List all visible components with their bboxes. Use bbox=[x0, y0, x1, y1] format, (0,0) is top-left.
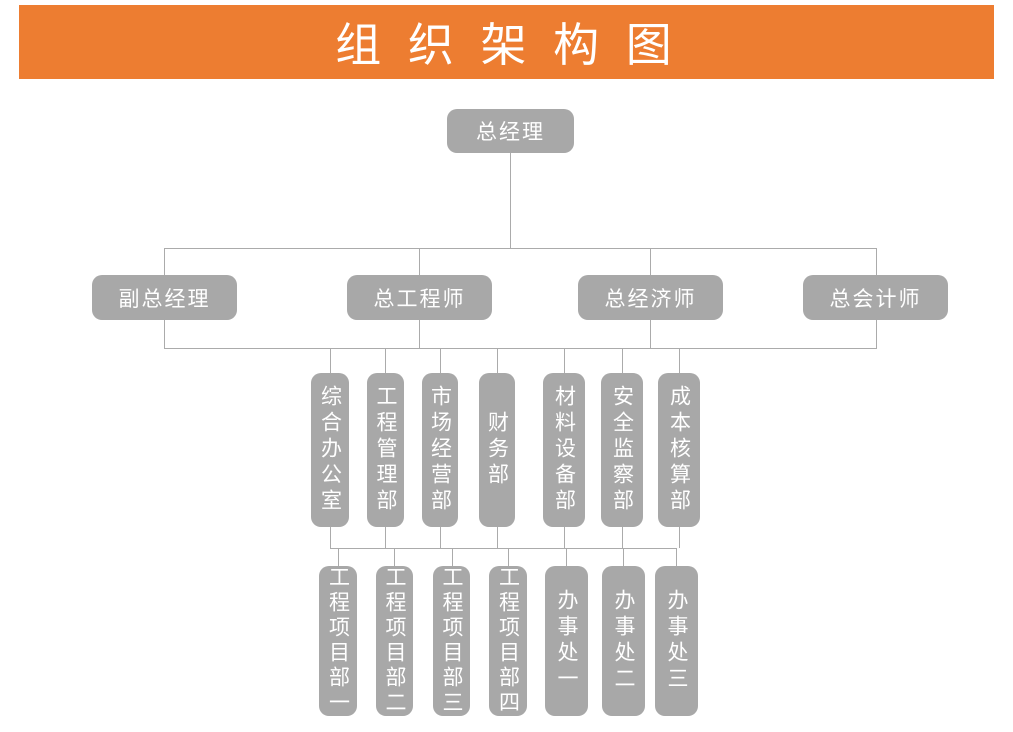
node-dept-finance: 财务部 bbox=[479, 373, 515, 527]
connector-line bbox=[164, 348, 877, 349]
node-dept-general-office: 综合办公室 bbox=[311, 373, 349, 527]
node-label: 工程项目部一 bbox=[326, 566, 351, 716]
connector-line bbox=[564, 527, 565, 548]
node-label: 市场经营部 bbox=[428, 385, 453, 515]
connector-line bbox=[330, 527, 331, 548]
connector-line bbox=[164, 248, 165, 275]
node-label: 工程项目部三 bbox=[440, 566, 464, 716]
connector-line bbox=[330, 548, 677, 549]
node-label: 安全监察部 bbox=[610, 385, 635, 515]
node-deputy-general-manager: 副总经理 bbox=[92, 275, 237, 320]
connector-line bbox=[650, 320, 651, 348]
connector-line bbox=[338, 548, 339, 566]
connector-line bbox=[385, 348, 386, 373]
connector-line bbox=[676, 548, 677, 566]
connector-line bbox=[564, 348, 565, 373]
node-label: 材料设备部 bbox=[552, 385, 577, 515]
connector-line bbox=[164, 320, 165, 348]
node-dept-market-operations: 市场经营部 bbox=[422, 373, 458, 527]
node-dept-materials-equipment: 材料设备部 bbox=[543, 373, 585, 527]
connector-line bbox=[440, 348, 441, 373]
node-unit-project-dept-2: 工程项目部二 bbox=[376, 566, 413, 716]
connector-line bbox=[622, 348, 623, 373]
node-unit-project-dept-3: 工程项目部三 bbox=[433, 566, 470, 716]
node-label: 成本核算部 bbox=[667, 385, 692, 515]
node-label: 财务部 bbox=[485, 411, 510, 489]
connector-line bbox=[650, 248, 651, 275]
connector-line bbox=[440, 527, 441, 548]
connector-line bbox=[622, 527, 623, 548]
node-label: 办事处二 bbox=[612, 589, 636, 693]
node-unit-project-dept-4: 工程项目部四 bbox=[489, 566, 527, 716]
node-label: 综合办公室 bbox=[318, 385, 343, 515]
connector-line bbox=[566, 548, 567, 566]
node-chief-engineer: 总工程师 bbox=[347, 275, 492, 320]
connector-line bbox=[452, 548, 453, 566]
node-label: 工程项目部四 bbox=[496, 566, 521, 716]
node-chief-economist: 总经济师 bbox=[578, 275, 723, 320]
connector-line bbox=[876, 320, 877, 348]
node-unit-office-1: 办事处一 bbox=[545, 566, 588, 716]
title-banner: 组 织 架 构 图 bbox=[19, 5, 994, 79]
connector-line bbox=[876, 248, 877, 275]
connector-line bbox=[623, 548, 624, 566]
node-unit-office-3: 办事处三 bbox=[655, 566, 698, 716]
connector-line bbox=[679, 527, 680, 548]
node-label: 工程管理部 bbox=[374, 385, 398, 515]
node-general-manager: 总经理 bbox=[447, 109, 574, 153]
node-label: 办事处一 bbox=[555, 589, 579, 693]
connector-line bbox=[330, 348, 331, 373]
connector-line bbox=[164, 248, 877, 249]
node-dept-safety-supervision: 安全监察部 bbox=[601, 373, 643, 527]
chart-title: 组 织 架 构 图 bbox=[335, 18, 678, 72]
node-unit-project-dept-1: 工程项目部一 bbox=[319, 566, 357, 716]
connector-line bbox=[679, 348, 680, 373]
node-chief-accountant: 总会计师 bbox=[803, 275, 948, 320]
connector-line bbox=[385, 527, 386, 548]
connector-line bbox=[419, 320, 420, 348]
node-label: 办事处三 bbox=[665, 589, 689, 693]
connector-line bbox=[510, 153, 511, 248]
node-label: 工程项目部二 bbox=[383, 566, 407, 716]
connector-line bbox=[508, 548, 509, 566]
node-dept-engineering-management: 工程管理部 bbox=[367, 373, 404, 527]
connector-line bbox=[497, 527, 498, 548]
connector-line bbox=[394, 548, 395, 566]
connector-line bbox=[419, 248, 420, 275]
connector-line bbox=[497, 348, 498, 373]
node-dept-cost-accounting: 成本核算部 bbox=[658, 373, 700, 527]
node-unit-office-2: 办事处二 bbox=[602, 566, 645, 716]
